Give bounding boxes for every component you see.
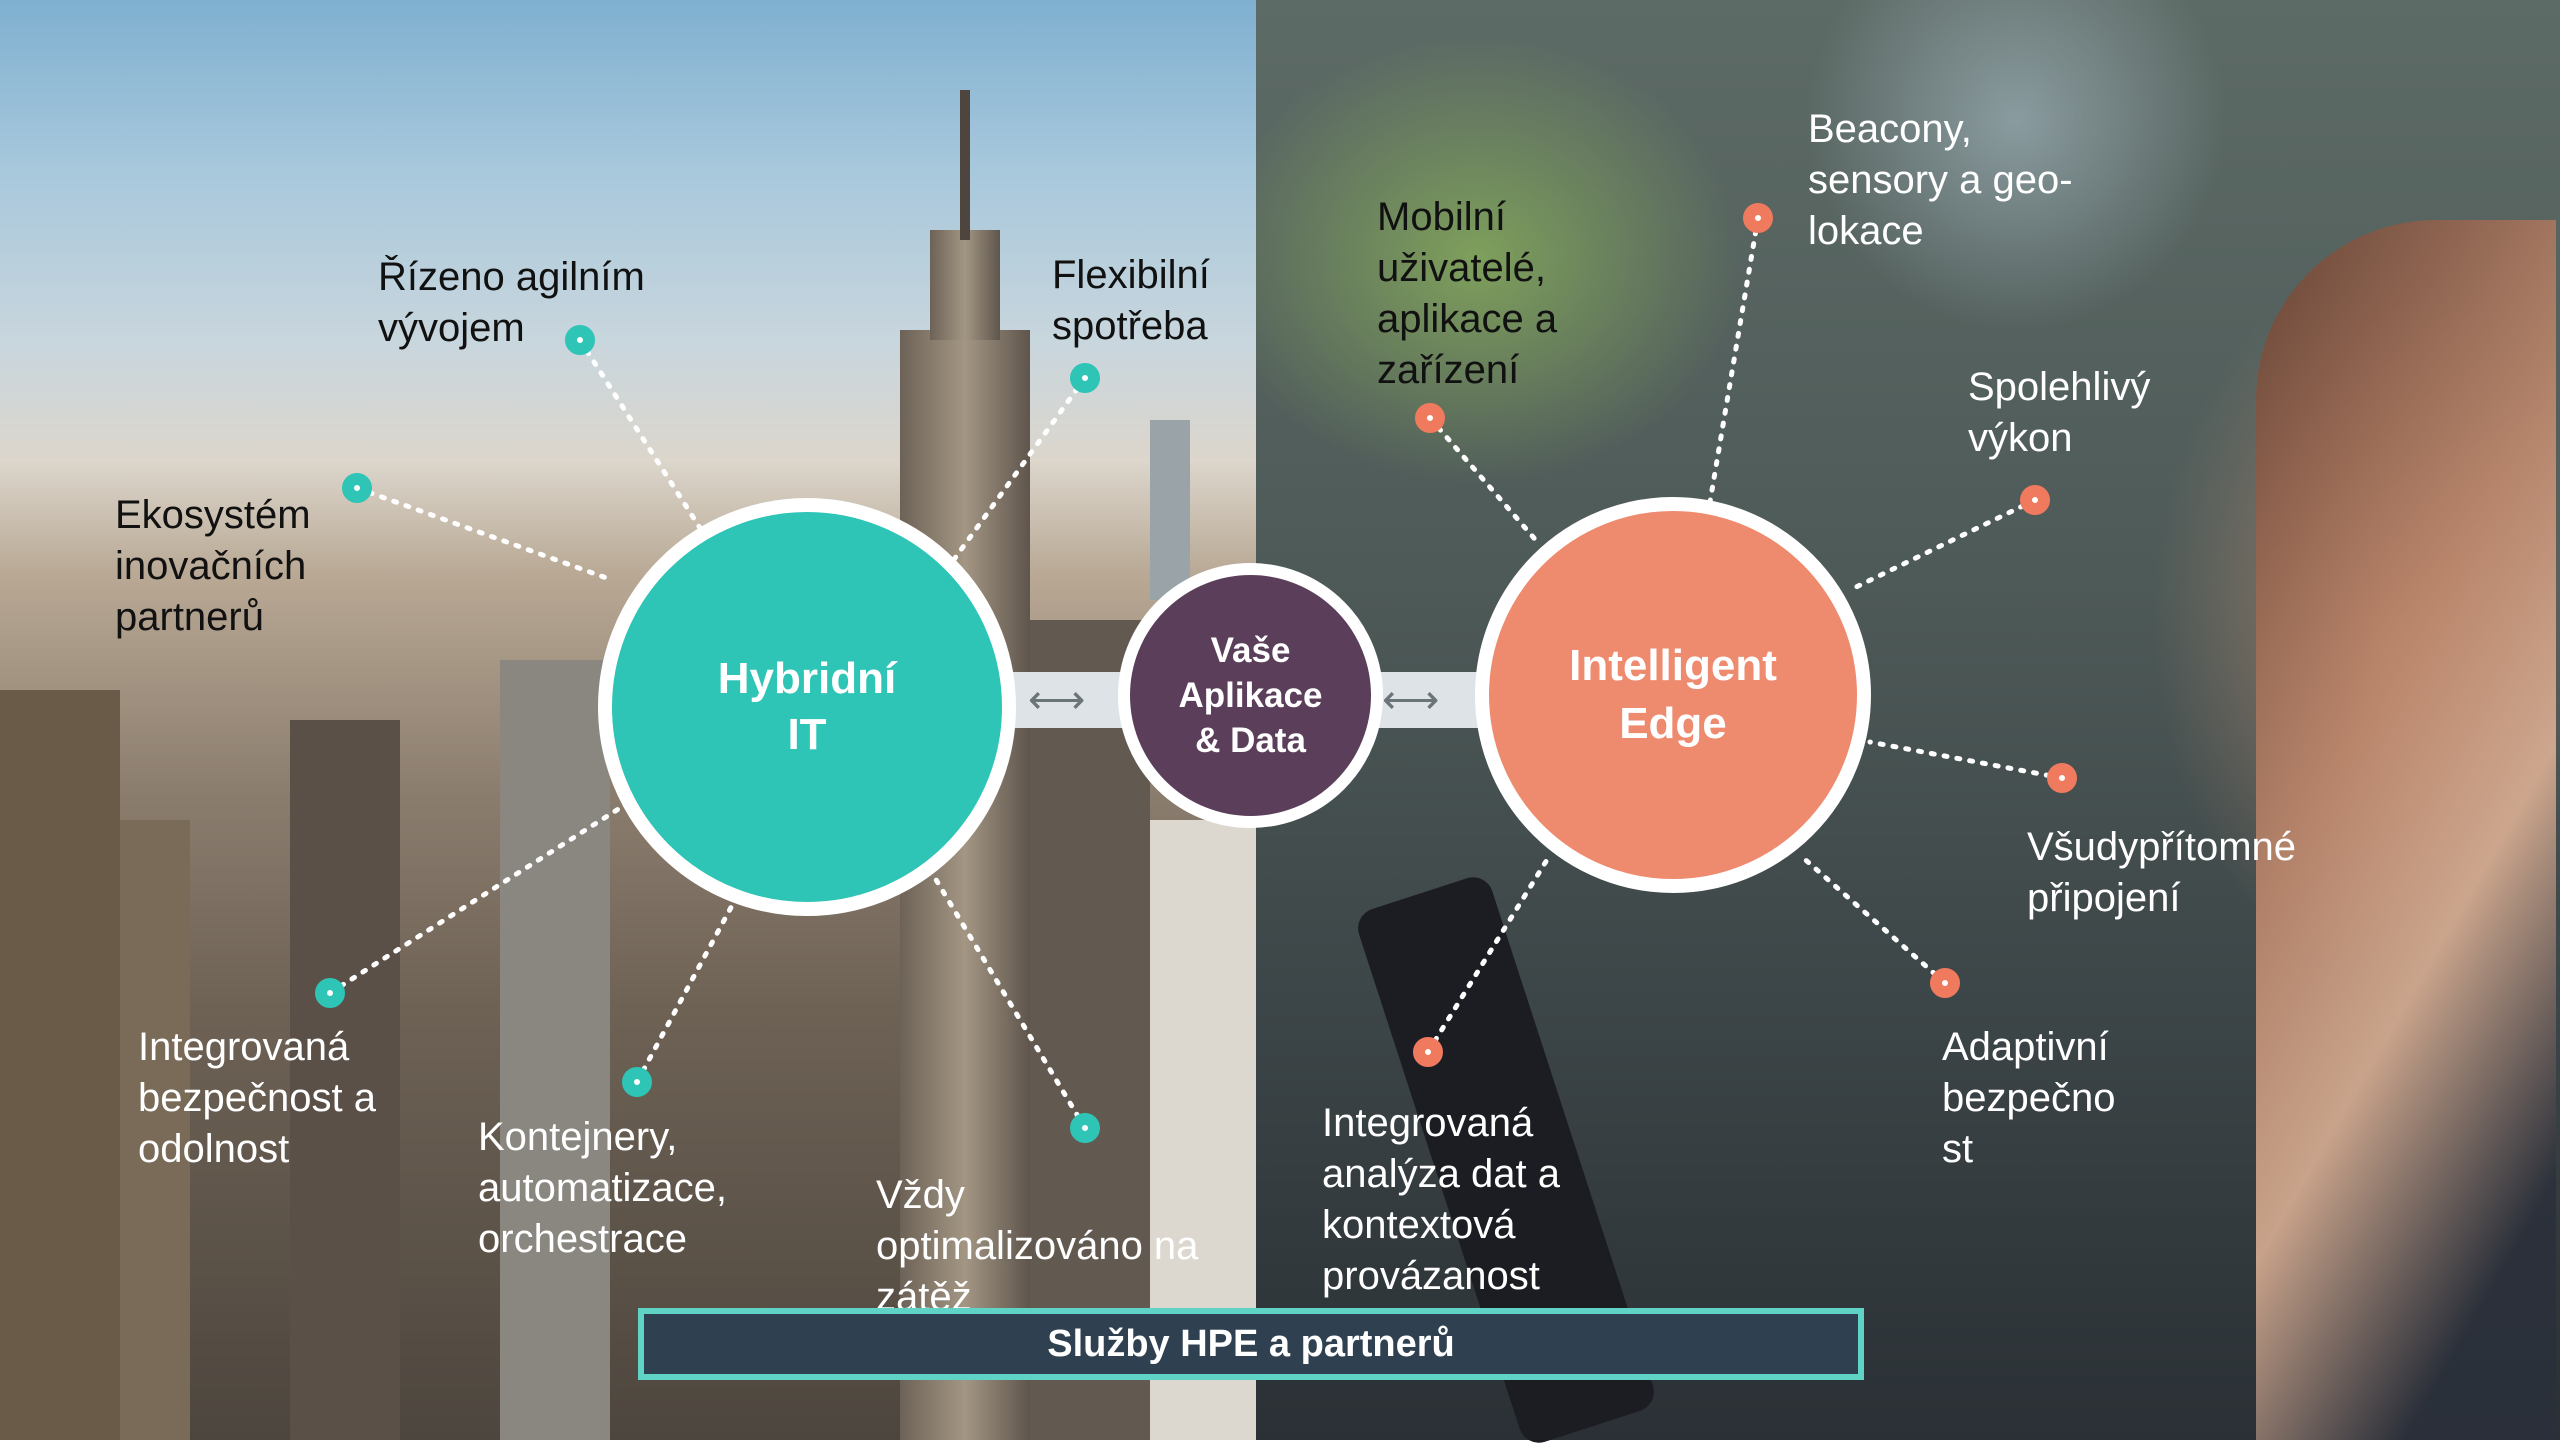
label-line: optimalizováno na: [876, 1224, 1199, 1268]
node-connect: [2047, 763, 2077, 793]
hub-line: Intelligent: [1569, 641, 1777, 690]
label-line: lokace: [1808, 209, 1924, 253]
hub-line: & Data: [1195, 721, 1306, 760]
node-perf: [2020, 485, 2050, 515]
label-line: automatizace,: [478, 1166, 728, 1210]
hub-line: IT: [787, 710, 827, 759]
connector-eco: [354, 485, 615, 583]
label-perf: Spolehlivý výkon: [1968, 362, 2150, 464]
node-flex: [1070, 363, 1100, 393]
label-line: st: [1942, 1127, 1974, 1171]
label-optimized: Vždy optimalizováno na zátěž: [876, 1170, 1198, 1323]
connector-perf: [1847, 497, 2038, 593]
connector-bar-right: [1372, 672, 1484, 728]
label-line: aplikace a: [1377, 297, 1558, 341]
label-line: Mobilní: [1377, 195, 1506, 239]
connector-security: [327, 805, 623, 996]
hub-line: Vaše: [1210, 631, 1291, 670]
label-line: připojení: [2027, 876, 2181, 920]
label-line: vývojem: [378, 306, 525, 350]
label-line: Flexibilní: [1052, 253, 1210, 297]
node-agile: [565, 325, 595, 355]
hub-line: Aplikace: [1178, 676, 1323, 715]
label-line: kontextová: [1322, 1203, 1516, 1247]
label-line: uživatelé,: [1377, 246, 1546, 290]
label-analytics: Integrovaná analýza dat a kontextová pro…: [1322, 1098, 1560, 1302]
label-line: bezpečnost a: [138, 1076, 376, 1120]
node-mobile: [1415, 403, 1445, 433]
label-agile: Řízeno agilním vývojem: [378, 252, 645, 354]
label-line: sensory a geo-: [1808, 158, 2073, 202]
label-line: spotřeba: [1052, 304, 1208, 348]
node-adaptive: [1930, 968, 1960, 998]
connector-containers: [634, 897, 738, 1085]
label-line: Řízeno agilním: [378, 255, 645, 299]
label-line: odolnost: [138, 1127, 290, 1171]
label-flex: Flexibilní spotřeba: [1052, 250, 1210, 352]
label-line: Všudypřítomné: [2027, 825, 2297, 869]
label-containers: Kontejnery, automatizace, orchestrace: [478, 1112, 727, 1265]
connector-bar-left: [1010, 672, 1130, 728]
connector-analytics: [1425, 852, 1553, 1055]
label-line: analýza dat a: [1322, 1152, 1560, 1196]
connector-beacons: [1707, 215, 1761, 505]
label-line: výkon: [1968, 416, 2073, 460]
label-beacons: Beacony, sensory a geo- lokace: [1808, 104, 2073, 257]
label-connect: Všudypřítomné připojení: [2027, 822, 2296, 924]
label-line: Adaptivní: [1942, 1025, 2109, 1069]
banner-text: Služby HPE a partnerů: [1047, 1322, 1455, 1365]
connector-agile: [577, 337, 703, 531]
label-line: bezpečno: [1942, 1076, 2116, 1120]
label-line: partnerů: [115, 595, 264, 639]
node-analytics: [1413, 1037, 1443, 1067]
label-line: zařízení: [1377, 348, 1520, 392]
services-banner: Služby HPE a partnerů: [638, 1308, 1864, 1380]
hub-line: Hybridní: [717, 654, 897, 703]
label-line: Ekosystém: [115, 493, 311, 537]
double-arrow-icon-left: ⟷: [1028, 678, 1086, 722]
connector-flex: [947, 375, 1088, 568]
node-eco: [342, 473, 372, 503]
node-beacons: [1743, 203, 1773, 233]
label-line: provázanost: [1322, 1254, 1540, 1298]
node-optimized: [1070, 1113, 1100, 1143]
label-mobile: Mobilní uživatelé, aplikace a zařízení: [1377, 192, 1557, 396]
connector-connect: [1867, 739, 2065, 781]
label-line: Integrovaná: [1322, 1101, 1534, 1145]
label-line: orchestrace: [478, 1217, 687, 1261]
label-line: inovačních: [115, 544, 307, 588]
node-security: [315, 978, 345, 1008]
connector-adaptive: [1797, 852, 1948, 986]
connector-optimized: [932, 875, 1088, 1131]
label-line: Spolehlivý: [1968, 365, 2151, 409]
label-adaptive: Adaptivní bezpečno st: [1942, 1022, 2115, 1175]
label-eco: Ekosystém inovačních partnerů: [115, 490, 311, 643]
double-arrow-icon-right: ⟷: [1382, 678, 1440, 722]
label-line: Vždy: [876, 1173, 965, 1217]
label-security: Integrovaná bezpečnost a odolnost: [138, 1022, 376, 1175]
node-containers: [622, 1067, 652, 1097]
label-line: Kontejnery,: [478, 1115, 678, 1159]
label-line: Beacony,: [1808, 107, 1972, 151]
hub-line: Edge: [1619, 699, 1727, 748]
connector-mobile: [1427, 415, 1543, 548]
label-line: Integrovaná: [138, 1025, 350, 1069]
